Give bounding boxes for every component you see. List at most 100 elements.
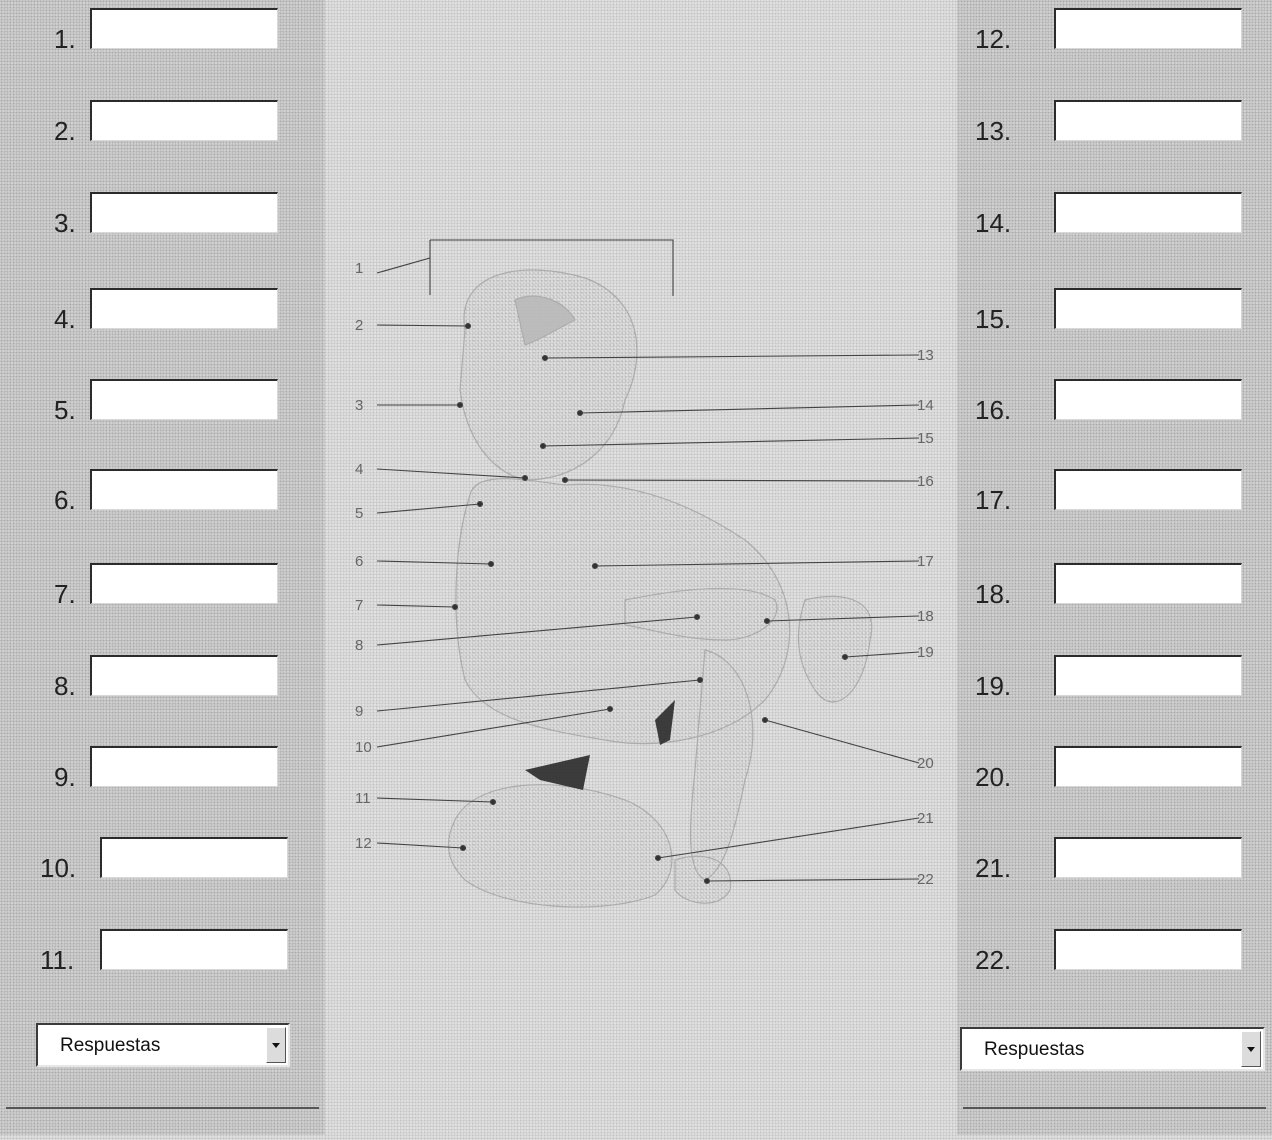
target-dot xyxy=(698,678,703,683)
right-dropdown-selected: Respuestas xyxy=(984,1039,1084,1061)
answer-input[interactable] xyxy=(1054,929,1242,970)
callout-number: 4 xyxy=(355,461,363,478)
right-answer-row: 13. xyxy=(957,100,1272,144)
target-dot xyxy=(578,411,583,416)
answer-number-label: 14. xyxy=(975,210,1011,236)
answer-number-label: 4. xyxy=(54,306,76,332)
answer-number-label: 22. xyxy=(975,947,1011,973)
answer-input[interactable] xyxy=(90,563,278,604)
left-answers-dropdown[interactable]: Respuestas xyxy=(36,1023,290,1067)
target-dot xyxy=(593,564,598,569)
target-dot xyxy=(695,615,700,620)
left-answer-row: 1. xyxy=(0,8,320,52)
right-divider xyxy=(963,1107,1266,1109)
answer-input[interactable] xyxy=(1054,379,1242,420)
target-dot xyxy=(466,324,471,329)
answer-input[interactable] xyxy=(90,288,278,329)
answer-input[interactable] xyxy=(1054,192,1242,233)
answer-input[interactable] xyxy=(90,100,278,141)
right-answer-row: 20. xyxy=(957,746,1272,790)
callout-number: 13 xyxy=(917,347,934,364)
callout-number: 21 xyxy=(917,810,934,827)
answer-input[interactable] xyxy=(1054,655,1242,696)
answer-number-label: 5. xyxy=(54,397,76,423)
left-answer-panel: 1.2.3.4.5.6.7.8.9.10.11. Respuestas xyxy=(0,0,325,1135)
target-dot xyxy=(523,476,528,481)
left-answer-row: 7. xyxy=(0,563,320,607)
answer-input[interactable] xyxy=(1054,746,1242,787)
callout-number: 22 xyxy=(917,871,934,888)
answer-number-label: 2. xyxy=(54,118,76,144)
left-answer-row: 8. xyxy=(0,655,320,699)
answer-input[interactable] xyxy=(90,379,278,420)
chevron-down-icon[interactable] xyxy=(266,1027,286,1063)
callout-number: 6 xyxy=(355,553,363,570)
leader-line xyxy=(377,325,468,326)
answer-input[interactable] xyxy=(90,655,278,696)
leader-line xyxy=(565,480,919,481)
answer-input[interactable] xyxy=(1054,563,1242,604)
answer-number-label: 3. xyxy=(54,210,76,236)
answer-number-label: 16. xyxy=(975,397,1011,423)
leader-line xyxy=(580,405,919,413)
right-answer-row: 12. xyxy=(957,8,1272,52)
callout-number: 16 xyxy=(917,473,934,490)
target-dot xyxy=(478,502,483,507)
left-answer-row: 3. xyxy=(0,192,320,236)
answer-number-label: 12. xyxy=(975,26,1011,52)
left-answer-row: 5. xyxy=(0,379,320,423)
answer-input[interactable] xyxy=(100,837,288,878)
target-dot xyxy=(656,856,661,861)
answer-number-label: 11. xyxy=(40,947,74,973)
callout-number: 1 xyxy=(355,260,363,277)
answer-input[interactable] xyxy=(1054,837,1242,878)
target-dot xyxy=(765,619,770,624)
answer-input[interactable] xyxy=(1054,100,1242,141)
answer-number-label: 15. xyxy=(975,306,1011,332)
leader-line xyxy=(765,720,919,763)
left-answer-row: 2. xyxy=(0,100,320,144)
answer-number-label: 9. xyxy=(54,764,76,790)
target-dot xyxy=(608,707,613,712)
target-dot xyxy=(541,444,546,449)
answer-number-label: 1. xyxy=(54,26,76,52)
answer-input[interactable] xyxy=(90,8,278,49)
right-answers-dropdown[interactable]: Respuestas xyxy=(960,1027,1265,1071)
answer-number-label: 7. xyxy=(54,581,76,607)
right-answer-panel: 12.13.14.15.16.17.18.19.20.21.22. Respue… xyxy=(957,0,1272,1135)
target-dot xyxy=(461,846,466,851)
callout-number: 2 xyxy=(355,317,363,334)
answer-input[interactable] xyxy=(1054,469,1242,510)
answer-input[interactable] xyxy=(1054,288,1242,329)
callout-number: 7 xyxy=(355,597,363,614)
callout-number: 10 xyxy=(355,739,372,756)
target-dot xyxy=(705,879,710,884)
answer-number-label: 6. xyxy=(54,487,76,513)
left-answer-row: 11. xyxy=(0,929,320,973)
right-answer-row: 16. xyxy=(957,379,1272,423)
left-dropdown-selected: Respuestas xyxy=(60,1035,160,1057)
callout-number: 8 xyxy=(355,637,363,654)
target-dot xyxy=(489,562,494,567)
answer-input[interactable] xyxy=(100,929,288,970)
target-dot xyxy=(543,356,548,361)
answer-input[interactable] xyxy=(90,469,278,510)
target-dot xyxy=(458,403,463,408)
answer-input[interactable] xyxy=(90,192,278,233)
right-answer-row: 19. xyxy=(957,655,1272,699)
answer-input[interactable] xyxy=(90,746,278,787)
callout-number: 5 xyxy=(355,505,363,522)
answer-input[interactable] xyxy=(1054,8,1242,49)
target-dot xyxy=(563,478,568,483)
callout-number: 14 xyxy=(917,397,934,414)
left-answer-row: 4. xyxy=(0,288,320,332)
chevron-down-icon[interactable] xyxy=(1241,1031,1261,1067)
callout-number: 18 xyxy=(917,608,934,625)
answer-number-label: 21. xyxy=(975,855,1011,881)
leader-line xyxy=(377,605,455,607)
right-answer-row: 18. xyxy=(957,563,1272,607)
right-answer-row: 15. xyxy=(957,288,1272,332)
callout-number: 9 xyxy=(355,703,363,720)
target-dot xyxy=(843,655,848,660)
